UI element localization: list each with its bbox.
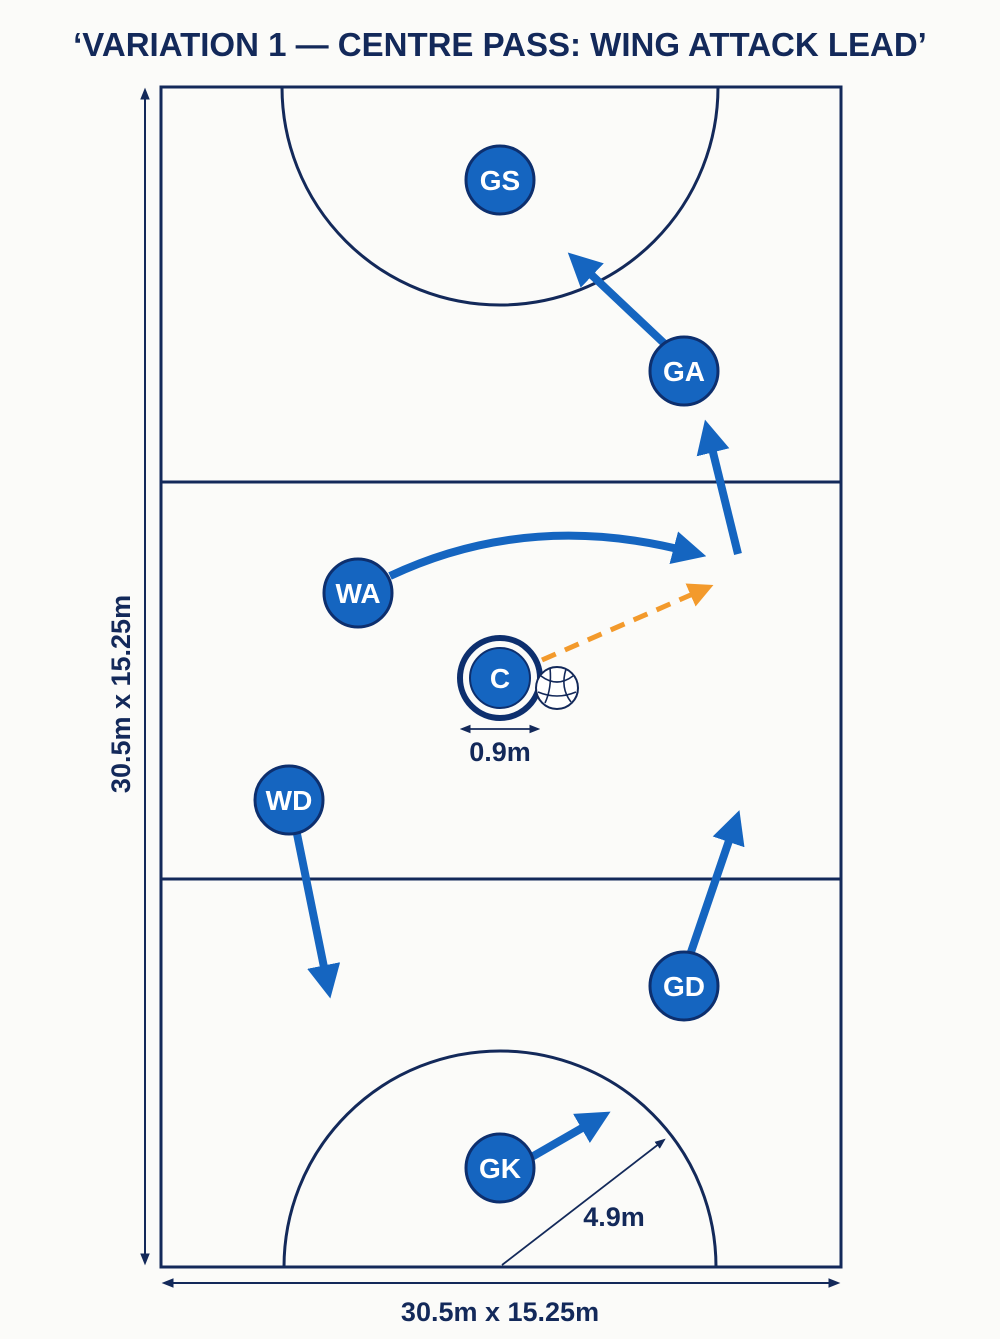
court-boundary: [159, 85, 843, 1269]
radius-dimension-line: [501, 1138, 666, 1266]
player-gd-label: GD: [663, 971, 705, 1002]
goal-circle-bottom: [282, 1049, 718, 1268]
player-gd[interactable]: GD: [648, 950, 720, 1022]
goal-circle-top: [280, 86, 720, 307]
player-wa-label: WA: [335, 578, 380, 609]
player-wa[interactable]: WA: [322, 557, 394, 629]
netball-icon: [535, 666, 579, 710]
dimension-lines: [140, 87, 841, 1288]
player-wd[interactable]: WD: [253, 764, 325, 836]
player-wa-token: [322, 557, 394, 629]
player-gd-token: [648, 950, 720, 1022]
gk-movement-arrow: [528, 1111, 611, 1162]
radius-dimension-label: 4.9m: [583, 1202, 645, 1232]
player-gs-token: [464, 144, 536, 216]
player-c-label: C: [490, 663, 510, 694]
player-ga-label: GA: [663, 356, 705, 387]
movement-arrows: [293, 252, 745, 1162]
player-gk-token: [464, 1132, 536, 1204]
player-gk-label: GK: [479, 1153, 521, 1184]
player-wd-label: WD: [266, 785, 313, 816]
wd-movement-arrow: [293, 833, 341, 999]
players: GS GA WA C WD GD GK: [253, 144, 720, 1204]
gd-movement-arrow: [686, 810, 745, 957]
player-gs[interactable]: GS: [464, 144, 536, 216]
player-ga[interactable]: GA: [648, 335, 720, 407]
player-c[interactable]: C: [469, 647, 531, 709]
ga-lead-arrow: [696, 419, 742, 555]
centre-pass-arrow: [540, 583, 714, 663]
ga-movement-arrow: [567, 252, 671, 350]
side-dimension-label: 30.5m x 15.25m: [106, 595, 136, 793]
player-gs-label: GS: [480, 165, 520, 196]
diagram-title: ‘VARIATION 1 — CENTRE PASS: WING ATTACK …: [73, 26, 927, 63]
bottom-dimension-label: 30.5m x 15.25m: [401, 1297, 599, 1327]
player-wd-token: [253, 764, 325, 836]
player-ga-token: [648, 335, 720, 407]
wa-lead-arrow: [388, 531, 707, 580]
centre-circle-dimension-label: 0.9m: [469, 737, 531, 767]
player-c-token: [469, 647, 531, 709]
player-gk[interactable]: GK: [464, 1132, 536, 1204]
court: [159, 85, 843, 1269]
